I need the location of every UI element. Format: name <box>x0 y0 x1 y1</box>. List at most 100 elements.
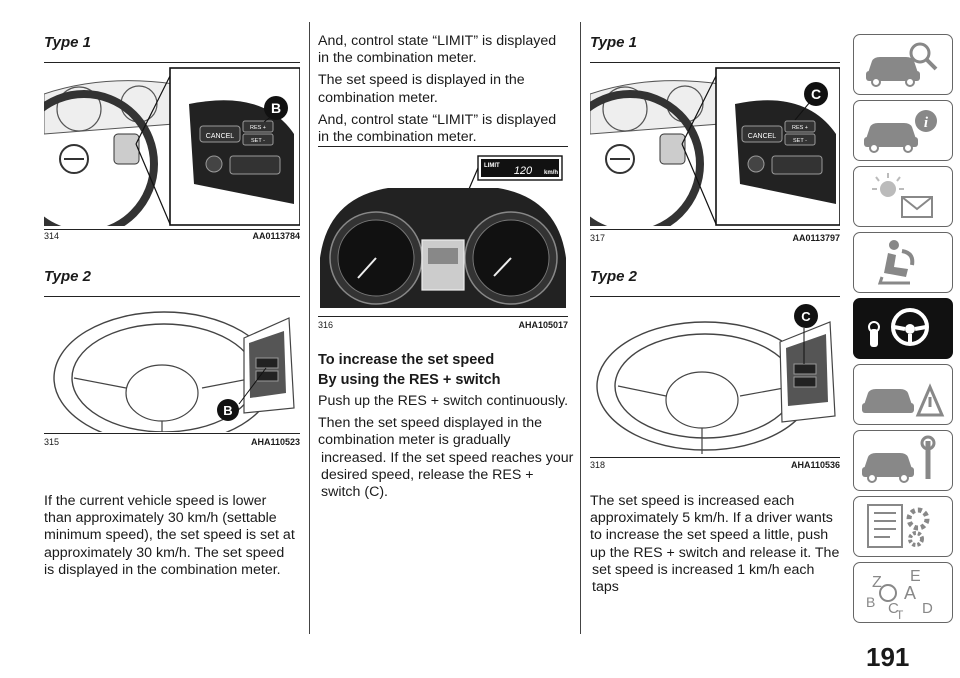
text-line: to increase the set speed a little, push <box>590 527 829 544</box>
set-switch-label: SET - <box>251 138 265 144</box>
callout-circle <box>794 304 818 328</box>
subsection-heading: By using the RES + switch <box>318 372 501 388</box>
figure-bottom-rule <box>44 229 300 230</box>
text-line: And, control state “LIMIT” is displayed <box>318 111 557 128</box>
figure-top-rule <box>590 62 840 63</box>
figure-caption-315: 315 AHA110523 <box>44 437 300 447</box>
steering-switch-type2-illustration: C <box>596 304 836 454</box>
text-line: The set speed is increased each <box>590 493 795 509</box>
figure-top-rule <box>590 296 840 297</box>
text-line: Push up the RES + switch continuously. <box>318 393 569 409</box>
figure-top-rule <box>44 296 300 297</box>
figure-318: C <box>590 298 840 454</box>
col2-top-paragraph: And, control state “LIMIT” is displayed … <box>318 33 574 146</box>
car-warning-triangle-icon <box>862 383 945 417</box>
limit-label: LIMIT <box>484 163 500 169</box>
key-steering-wheel-icon <box>868 308 929 347</box>
figure-number: 317 <box>590 233 606 243</box>
figure-bottom-rule <box>44 433 300 434</box>
figure-317: CANCEL RES + SET - C <box>590 64 840 226</box>
figure-number: 315 <box>44 437 60 447</box>
steering-switch-type1-illustration: CANCEL RES + SET - C <box>590 67 840 226</box>
sidebar-tab-technical-data[interactable] <box>853 496 953 557</box>
figure-caption-317: 317 AA0113797 <box>590 233 840 243</box>
text-line: minimum speed), the set speed is set at <box>44 527 295 544</box>
cancel-switch-label: CANCEL <box>748 133 777 140</box>
sidebar-tab-car-search[interactable] <box>853 34 953 95</box>
warning-light-message-icon <box>872 173 933 218</box>
column-divider <box>309 22 310 634</box>
column-divider <box>580 22 581 634</box>
figure-bottom-rule <box>318 316 568 317</box>
index-letter: B <box>866 594 875 610</box>
figure-number: 314 <box>44 231 60 241</box>
airbag-seat-icon <box>877 240 915 285</box>
col1-paragraph: If the current vehicle speed is lower th… <box>44 493 306 579</box>
type2-heading: Type 2 <box>590 268 637 285</box>
combination-meter-illustration: LIMIT 120 km/h <box>320 155 566 308</box>
type1-heading: Type 1 <box>44 34 91 51</box>
index-letter: D <box>922 600 933 617</box>
figure-bottom-rule <box>590 229 840 230</box>
figure-number: 316 <box>318 320 334 330</box>
figure-top-rule <box>318 146 568 147</box>
cancel-switch-label: CANCEL <box>206 133 235 140</box>
steering-switch-type1-illustration: CANCEL RES + SET - B <box>44 64 300 226</box>
speed-unit: km/h <box>544 170 558 176</box>
index-letter: Z <box>872 574 882 591</box>
text-line: up the RES + switch and release it. The <box>590 544 840 561</box>
callout-c: C <box>811 86 821 102</box>
figure-bottom-rule <box>590 457 840 458</box>
sidebar-tab-starting-driving[interactable] <box>853 298 953 359</box>
col3-paragraph: The set speed is increased each approxim… <box>590 493 850 596</box>
index-letter: A <box>904 583 916 603</box>
text-line: The set speed is displayed in the <box>318 72 525 89</box>
text-line: approximately 30 km/h. The set speed <box>44 544 285 561</box>
figure-314: CANCEL RES + SET - B <box>44 64 300 226</box>
section-heading: To increase the set speed <box>318 352 495 368</box>
res-switch-label: RES + <box>250 125 266 131</box>
text-line: desired speed, release the RES + <box>321 466 534 483</box>
col2-bottom-paragraph: Push up the RES + switch continuously. T… <box>318 393 574 501</box>
type2-heading: Type 2 <box>44 268 91 285</box>
callout-circle <box>217 399 239 421</box>
specs-gear-icon <box>867 504 930 548</box>
index-letter: C <box>888 600 899 617</box>
text-line: than approximately 30 km/h (settable <box>44 510 277 527</box>
text-line: And, control state “LIMIT” is displayed <box>318 33 557 49</box>
text-line: approximately 5 km/h. If a driver wants <box>590 510 833 527</box>
text-line: switch (C). <box>321 484 388 501</box>
figure-315: B <box>44 298 300 432</box>
figure-caption-316: 316 AHA105017 <box>318 320 568 330</box>
sidebar-tab-safety[interactable] <box>853 232 953 293</box>
callout-circle <box>264 96 288 120</box>
page-number: 191 <box>866 642 910 672</box>
figure-number: 318 <box>590 460 606 470</box>
sidebar-tab-index[interactable]: Z E A B C D T <box>853 562 953 623</box>
text-line: combination meter is gradually <box>318 432 511 449</box>
figure-caption-318: 318 AHA110536 <box>590 460 840 470</box>
figure-316: LIMIT 120 km/h <box>318 148 568 314</box>
figure-caption-314: 314 AA0113784 <box>44 231 300 241</box>
sidebar-tab-warning-lights[interactable] <box>853 166 953 227</box>
text-line: is displayed in the combination meter. <box>44 561 281 578</box>
sidebar-tab-emergency[interactable] <box>853 364 953 425</box>
text-line: If the current vehicle speed is lower <box>44 493 267 509</box>
text-line: increased. If the set speed reaches your <box>321 449 574 466</box>
figure-code: AA0113797 <box>792 233 840 243</box>
car-wrench-icon <box>862 435 936 483</box>
callout-b: B <box>271 100 281 116</box>
sidebar-tab-car-info[interactable]: i <box>853 100 953 161</box>
text-line: Then the set speed displayed in the <box>318 415 543 432</box>
text-line: in the combination meter. <box>318 129 477 146</box>
callout-b: B <box>223 403 232 418</box>
figure-code: AHA105017 <box>518 320 568 330</box>
figure-code: AHA110536 <box>790 460 840 470</box>
car-info-icon: i <box>864 110 937 153</box>
steering-switch-type2-illustration: B <box>53 311 295 432</box>
sidebar-tab-maintenance[interactable] <box>853 430 953 491</box>
callout-c: C <box>801 309 811 324</box>
alphabet-index-icon: Z E A B C D T <box>866 568 933 622</box>
car-search-icon <box>866 42 938 87</box>
res-switch-label: RES + <box>792 125 808 131</box>
